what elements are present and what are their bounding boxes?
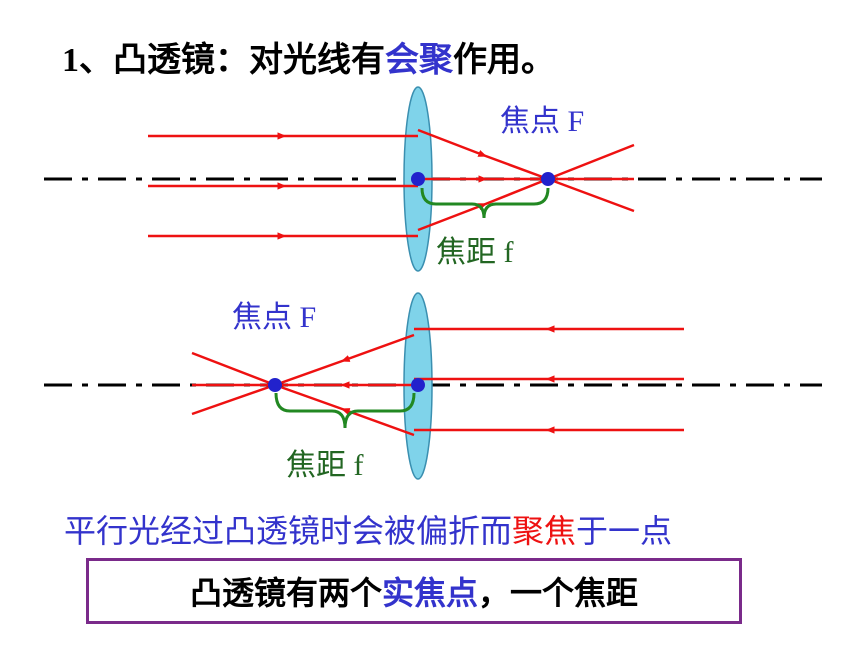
- bottom-diagram: 焦点 F 焦距 f: [44, 292, 822, 482]
- top-focal-length-label: 焦距 f: [436, 236, 514, 269]
- summary-part3: 于一点: [576, 513, 673, 549]
- bottom-refracted-ray-lower: [191, 351, 415, 437]
- convex-lens-diagram: 焦点 F 焦距 f 焦点 F 焦距 f: [44, 86, 822, 482]
- conclusion-box: 凸透镜有两个实焦点，一个焦距: [86, 558, 742, 624]
- bottom-focus-label: 焦点 F: [232, 301, 316, 334]
- page-title: 1、凸透镜：对光线有会聚作用。: [62, 32, 555, 81]
- top-lens-center-dot: [411, 172, 425, 186]
- top-focal-length-bracket: [420, 187, 550, 219]
- top-focus-label: 焦点 F: [500, 105, 584, 138]
- bottom-lens-center-dot: [411, 378, 425, 392]
- title-highlight: 会聚: [385, 42, 453, 79]
- summary-highlight: 聚焦: [512, 513, 577, 549]
- top-diagram: 焦点 F 焦距 f: [44, 86, 822, 272]
- title-suffix: 作用。: [453, 42, 555, 79]
- summary-part1: 平行光经过凸透镜时会被偏折而: [64, 513, 513, 549]
- title-prefix: 1、凸透镜：对光线有: [62, 42, 385, 79]
- top-focus-point-dot: [541, 172, 555, 186]
- conclusion-highlight: 实焦点: [381, 575, 478, 611]
- top-refracted-ray-lower: [417, 143, 635, 232]
- top-refracted-ray-upper: [417, 128, 635, 213]
- bottom-focal-length-bracket: [274, 392, 416, 429]
- bottom-focus-point-dot: [268, 378, 282, 392]
- summary-sentence: 平行光经过凸透镜时会被偏折而聚焦于一点: [64, 506, 672, 552]
- bottom-focal-length-label: 焦距 f: [286, 449, 364, 482]
- bottom-refracted-ray-upper: [191, 333, 415, 416]
- conclusion-part1: 凸透镜有两个: [189, 575, 382, 611]
- conclusion-part2: ，一个焦距: [478, 575, 639, 611]
